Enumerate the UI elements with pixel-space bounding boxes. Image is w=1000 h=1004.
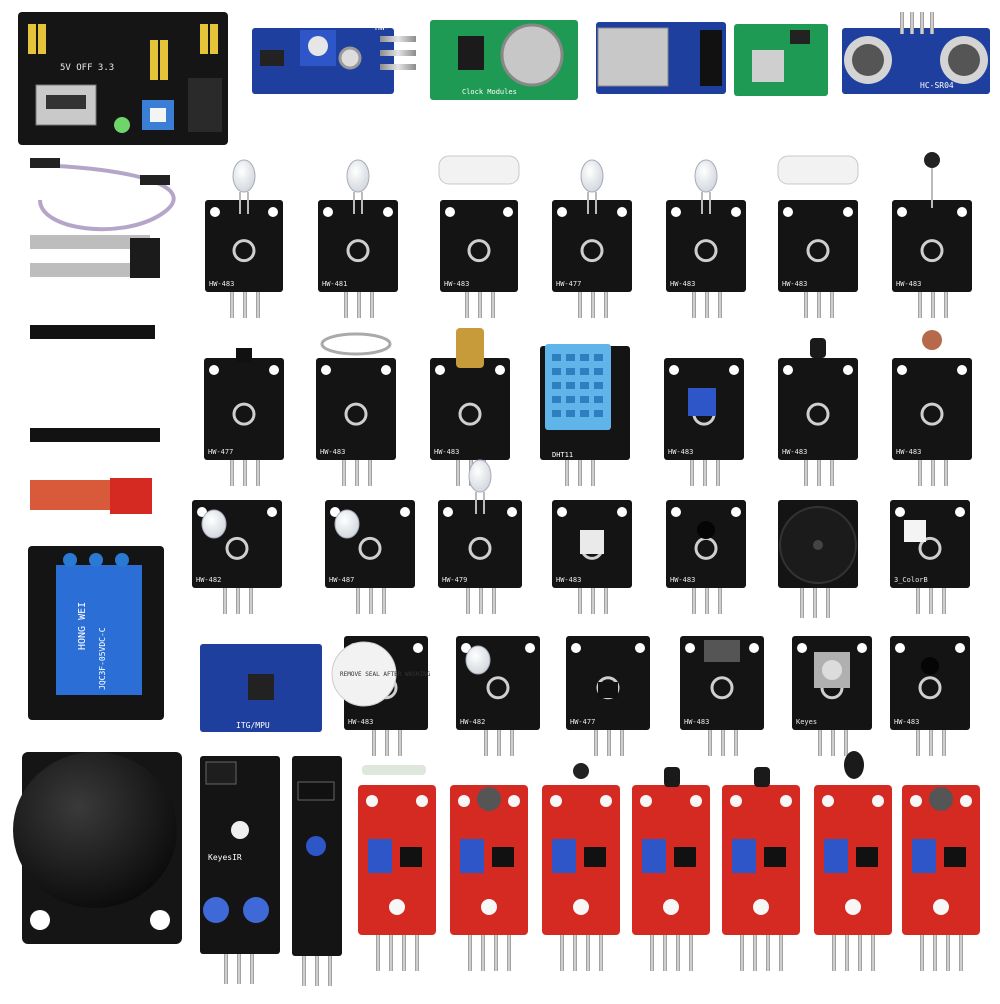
pin-header-right-angle (30, 428, 160, 442)
red-sensor-module-to92 (632, 767, 710, 971)
sensor-label: HW-477 (570, 718, 595, 726)
sensor-label: HW-483 (782, 448, 807, 456)
rtc-label: Clock Modules (462, 88, 517, 96)
sensor-label: HW-483 (896, 280, 921, 288)
sensor-module-button: HW-483 (552, 500, 632, 614)
buzzer-module (778, 500, 858, 618)
sensor-label: HW-483 (670, 280, 695, 288)
ir-module-label: KeyesIR (208, 853, 242, 862)
sensor-label: HW-483 (434, 448, 459, 456)
sensor-label: HW-483 (320, 448, 345, 456)
sensor-module-laser: HW-483 (430, 328, 510, 486)
red-sensor-module-mic (450, 785, 528, 971)
water-level-sensor (30, 478, 152, 514)
sensor-module-bead: HW-483 (892, 152, 972, 318)
sensor-label: HW-477 (556, 280, 581, 288)
sensor-module-led: HW-481 (318, 159, 398, 318)
mpu-label: ITG/MPU (236, 721, 270, 730)
ultrasonic-sensor: HC-SR04 (842, 12, 990, 94)
ultrasonic-label: HC-SR04 (920, 81, 954, 90)
sensor-module-buzzerbig: HW-483 REMOVE SEAL AFTER WASHING (331, 636, 431, 756)
sensor-module-tube: HW-483 (777, 155, 859, 318)
red-sensor-module-flame (814, 751, 892, 971)
sensor-label: HW-481 (322, 280, 347, 288)
blue-trimmer-module: HW- (252, 23, 416, 94)
sensor-label: 3_ColorB (894, 576, 928, 584)
sensor-label: HW-483 (209, 280, 234, 288)
sensor-module-to92: HW-483 (778, 338, 858, 486)
relay-brand: HONG WEI (77, 602, 88, 650)
breadboard-power-module: 5V OFF 3.3 (18, 12, 228, 145)
sensor-module-relaytiny: HW-483 (680, 636, 764, 756)
sensor-module-ic: HW-477 (204, 348, 284, 486)
sensor-label: HW-483 (896, 448, 921, 456)
line-tracker-module (292, 756, 342, 986)
sensor-label: HW-483 (348, 718, 373, 726)
buzzer-sticker: REMOVE SEAL AFTER WASHING (340, 671, 431, 678)
blue-module-label: HW- (375, 23, 389, 32)
sensor-module-led2b: HW-487 (325, 500, 415, 614)
sensor-module-ir2: HW-483 (890, 636, 970, 756)
sensor-module-ldr: HW-483 (892, 330, 972, 486)
sensor-label: HW-479 (442, 576, 467, 584)
sensor-module-loop: HW-483 (316, 332, 396, 486)
sensor-label: HW-483 (668, 448, 693, 456)
red-sensor-module-hall (722, 767, 800, 971)
dht-label: DHT11 (552, 451, 573, 459)
sensor-module-led2: HW-482 (192, 500, 282, 614)
joystick-module (13, 752, 182, 944)
red-sensor-module-therm (542, 763, 620, 971)
sensor-module-rgb: 3_ColorB (890, 500, 970, 614)
sensor-label: HW-483 (894, 718, 919, 726)
sensor-label: Keyes (796, 718, 817, 726)
soil-moisture-probe (30, 235, 160, 278)
relay-module: HONG WEI JQC3F-05VDC-C (28, 546, 164, 720)
sensor-label: HW-483 (556, 576, 581, 584)
sensor-module-led: HW-483 (666, 159, 746, 318)
sensor-label: HW-483 (684, 718, 709, 726)
sensor-module-tube: HW-483 (438, 155, 520, 318)
pin-header-straight (30, 325, 155, 339)
sensor-module-ir: HW-483 (666, 500, 746, 614)
sensor-module-encoder: Keyes (792, 636, 872, 756)
sensor-label: HW-477 (208, 448, 233, 456)
dupont-wire (30, 158, 176, 232)
ir-obstacle-module: KeyesIR (200, 756, 280, 984)
sensor-module-led2: HW-482 (456, 636, 540, 756)
sensor-module-led: HW-483 (205, 159, 283, 318)
sensor-label: HW-483 (444, 280, 469, 288)
sensor-module-led3: HW-477 (552, 159, 632, 318)
sensor-module-led: HW-479 (438, 459, 522, 614)
sensor-label: HW-483 (782, 280, 807, 288)
sensor-label: HW-487 (329, 576, 354, 584)
sensor-label: HW-482 (196, 576, 221, 584)
dht11-module (540, 344, 630, 486)
mpu-module: ITG/MPU (200, 644, 322, 732)
sd-card-module (596, 22, 726, 94)
red-sensor-module-mic2 (902, 785, 980, 971)
sensor-label: HW-482 (460, 718, 485, 726)
sensor-module-tilt: HW-483 (664, 358, 744, 486)
power-module-label: 5V OFF 3.3 (60, 63, 114, 73)
red-sensor-module-reed (358, 765, 436, 971)
relay-model: JQC3F-05VDC-C (98, 627, 107, 690)
voltage-regulator-module (734, 24, 828, 96)
sensor-module-smd: HW-477 (566, 636, 650, 756)
sensor-label: HW-483 (670, 576, 695, 584)
rtc-module: Clock Modules (430, 20, 578, 100)
